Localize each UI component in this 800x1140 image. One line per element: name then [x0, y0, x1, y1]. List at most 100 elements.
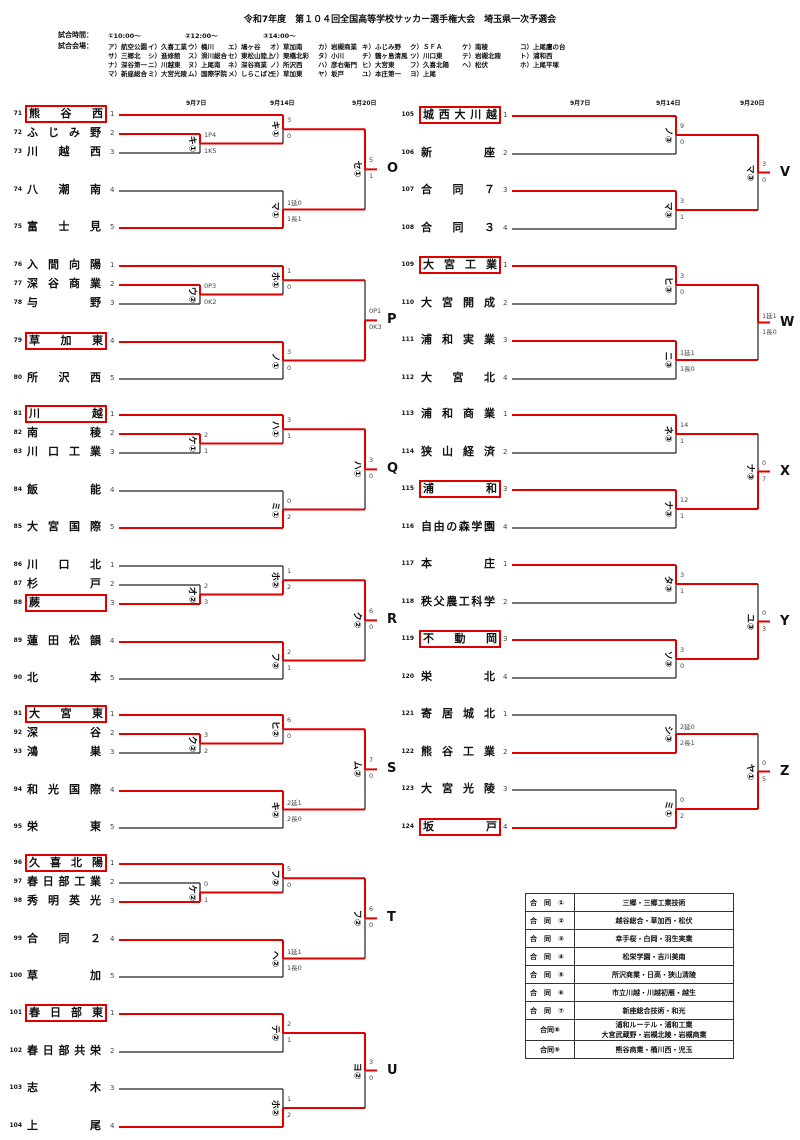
date-header: 9月14日 — [270, 100, 295, 107]
team-slot: 4 — [110, 786, 115, 794]
venue-time-label: ハ① — [269, 420, 280, 438]
team-name: 上尾 — [27, 1119, 101, 1132]
team-name: ふじみ野 — [27, 126, 101, 139]
team-number: 81 — [13, 410, 22, 417]
team-slot: 1 — [503, 410, 508, 418]
score-top: 0P3 — [204, 281, 217, 290]
legend-key: 合 同 ① — [525, 893, 575, 912]
score-bottom: 1長1 — [287, 214, 302, 223]
venue-time-label: キ② — [269, 801, 280, 818]
venue-time-label: キ① — [269, 120, 280, 138]
team-number: 105 — [401, 111, 414, 118]
team-number: 113 — [401, 410, 414, 417]
team-name: 南稜 — [27, 426, 101, 439]
venue-time-label: タ③ — [662, 575, 673, 593]
score-top: 3 — [762, 159, 767, 168]
team-name: 入間向陽 — [27, 258, 101, 271]
score-bottom: 0 — [369, 921, 374, 930]
team-name: 坂戸 — [419, 818, 501, 836]
score-bottom: 0 — [369, 772, 374, 781]
score-bottom: 1 — [369, 172, 374, 181]
score-bottom: 1 — [204, 446, 209, 455]
team-slot: 4 — [110, 1122, 115, 1130]
team-name: 大宮東 — [25, 705, 107, 723]
score-bottom: 0K3 — [369, 323, 382, 332]
team-name: 浦和実業 — [421, 333, 495, 346]
score-top: 0 — [762, 608, 767, 617]
score-bottom: 1長0 — [287, 963, 302, 972]
score-bottom: 0 — [287, 363, 292, 372]
legend-value: 幸手桜・白岡・羽生実業 — [574, 929, 734, 948]
team-slot: 1 — [110, 710, 115, 718]
team-slot: 1 — [503, 710, 508, 718]
team-name: 合同２ — [27, 932, 101, 945]
venue-item: ミ）大宮光陵 — [148, 70, 187, 78]
venue-item: ユ）本庄第一 — [362, 70, 401, 78]
venue-item: ヤ）坂戸 — [318, 70, 344, 78]
team-number: 91 — [13, 710, 22, 717]
venue-item: ホ）上尾平塚 — [520, 61, 559, 69]
venue-time-label: ホ① — [269, 271, 280, 289]
team-number: 118 — [401, 598, 414, 605]
team-name: 熊谷工業 — [421, 745, 495, 758]
team-slot: 1 — [503, 111, 508, 119]
score-top: 1 — [287, 267, 292, 276]
team-name: 深谷商業 — [27, 277, 101, 290]
score-bottom: 1長0 — [762, 327, 777, 336]
team-number: 101 — [9, 1009, 22, 1016]
time-1: ①10:00～ — [108, 32, 141, 40]
venue-item: ツ）川口東 — [410, 52, 443, 60]
venue-time-label: ナ③ — [662, 500, 673, 518]
venue-time-label: シ③ — [662, 725, 673, 743]
team-name: 大宮工業 — [419, 256, 501, 274]
block-winner-letter: R — [387, 612, 398, 628]
legend-value: 新座総合技術・和光 — [574, 1001, 734, 1020]
team-name: 栄北 — [421, 670, 495, 683]
legend-value: 浦和ルーテル・浦和工業 大宮武蔵野・岩槻北陵・岩槻商業 — [574, 1019, 734, 1041]
team-name: 合同７ — [421, 183, 495, 196]
block-winner-letter: U — [387, 1062, 398, 1078]
score-bottom: 1 — [680, 587, 685, 595]
score-top: 1延1 — [287, 947, 302, 956]
score-bottom: 1 — [287, 663, 292, 672]
team-number: 120 — [401, 673, 414, 680]
score-top: 0P1 — [369, 307, 382, 316]
team-slot: 2 — [503, 748, 508, 756]
score-bottom: 0K2 — [204, 297, 217, 306]
score-bottom: 0 — [680, 288, 685, 296]
venue-item: テ）岩槻北陵 — [462, 52, 501, 60]
score-top: 3 — [680, 197, 685, 205]
team-name: 春日部東 — [25, 1004, 107, 1022]
venue-time-label: ホ② — [269, 1099, 280, 1117]
score-bottom: 0 — [369, 1073, 374, 1082]
team-slot: 3 — [503, 635, 508, 643]
team-slot: 4 — [503, 374, 508, 382]
score-top: 0 — [287, 496, 292, 505]
score-bottom: 0 — [369, 623, 374, 632]
venue-item: ヨ）上尾 — [410, 70, 436, 78]
team-slot: 3 — [503, 186, 508, 194]
team-slot: 4 — [503, 673, 508, 681]
venue-item: ク）ＳＦＡ — [410, 43, 443, 51]
team-number: 86 — [13, 561, 22, 568]
venue-item: オ）草加南 — [270, 43, 303, 51]
team-number: 73 — [13, 148, 22, 155]
block-winner-letter: W — [780, 314, 795, 330]
score-bottom: 0 — [680, 662, 685, 670]
team-number: 82 — [13, 429, 22, 436]
venue-item: ネ）深谷商業 — [228, 61, 267, 69]
score-top: 3 — [680, 272, 685, 280]
team-number: 111 — [401, 336, 414, 343]
venue-item: ヒ）大宮東 — [362, 61, 395, 69]
venue-time-label: ミ① — [269, 501, 280, 518]
score-top: 3 — [204, 730, 209, 739]
team-number: 119 — [401, 635, 414, 642]
team-slot: 2 — [110, 129, 115, 137]
team-name: 合同３ — [421, 221, 495, 234]
score-top: 6 — [369, 607, 374, 616]
venue-time-label: キ① — [186, 135, 197, 152]
